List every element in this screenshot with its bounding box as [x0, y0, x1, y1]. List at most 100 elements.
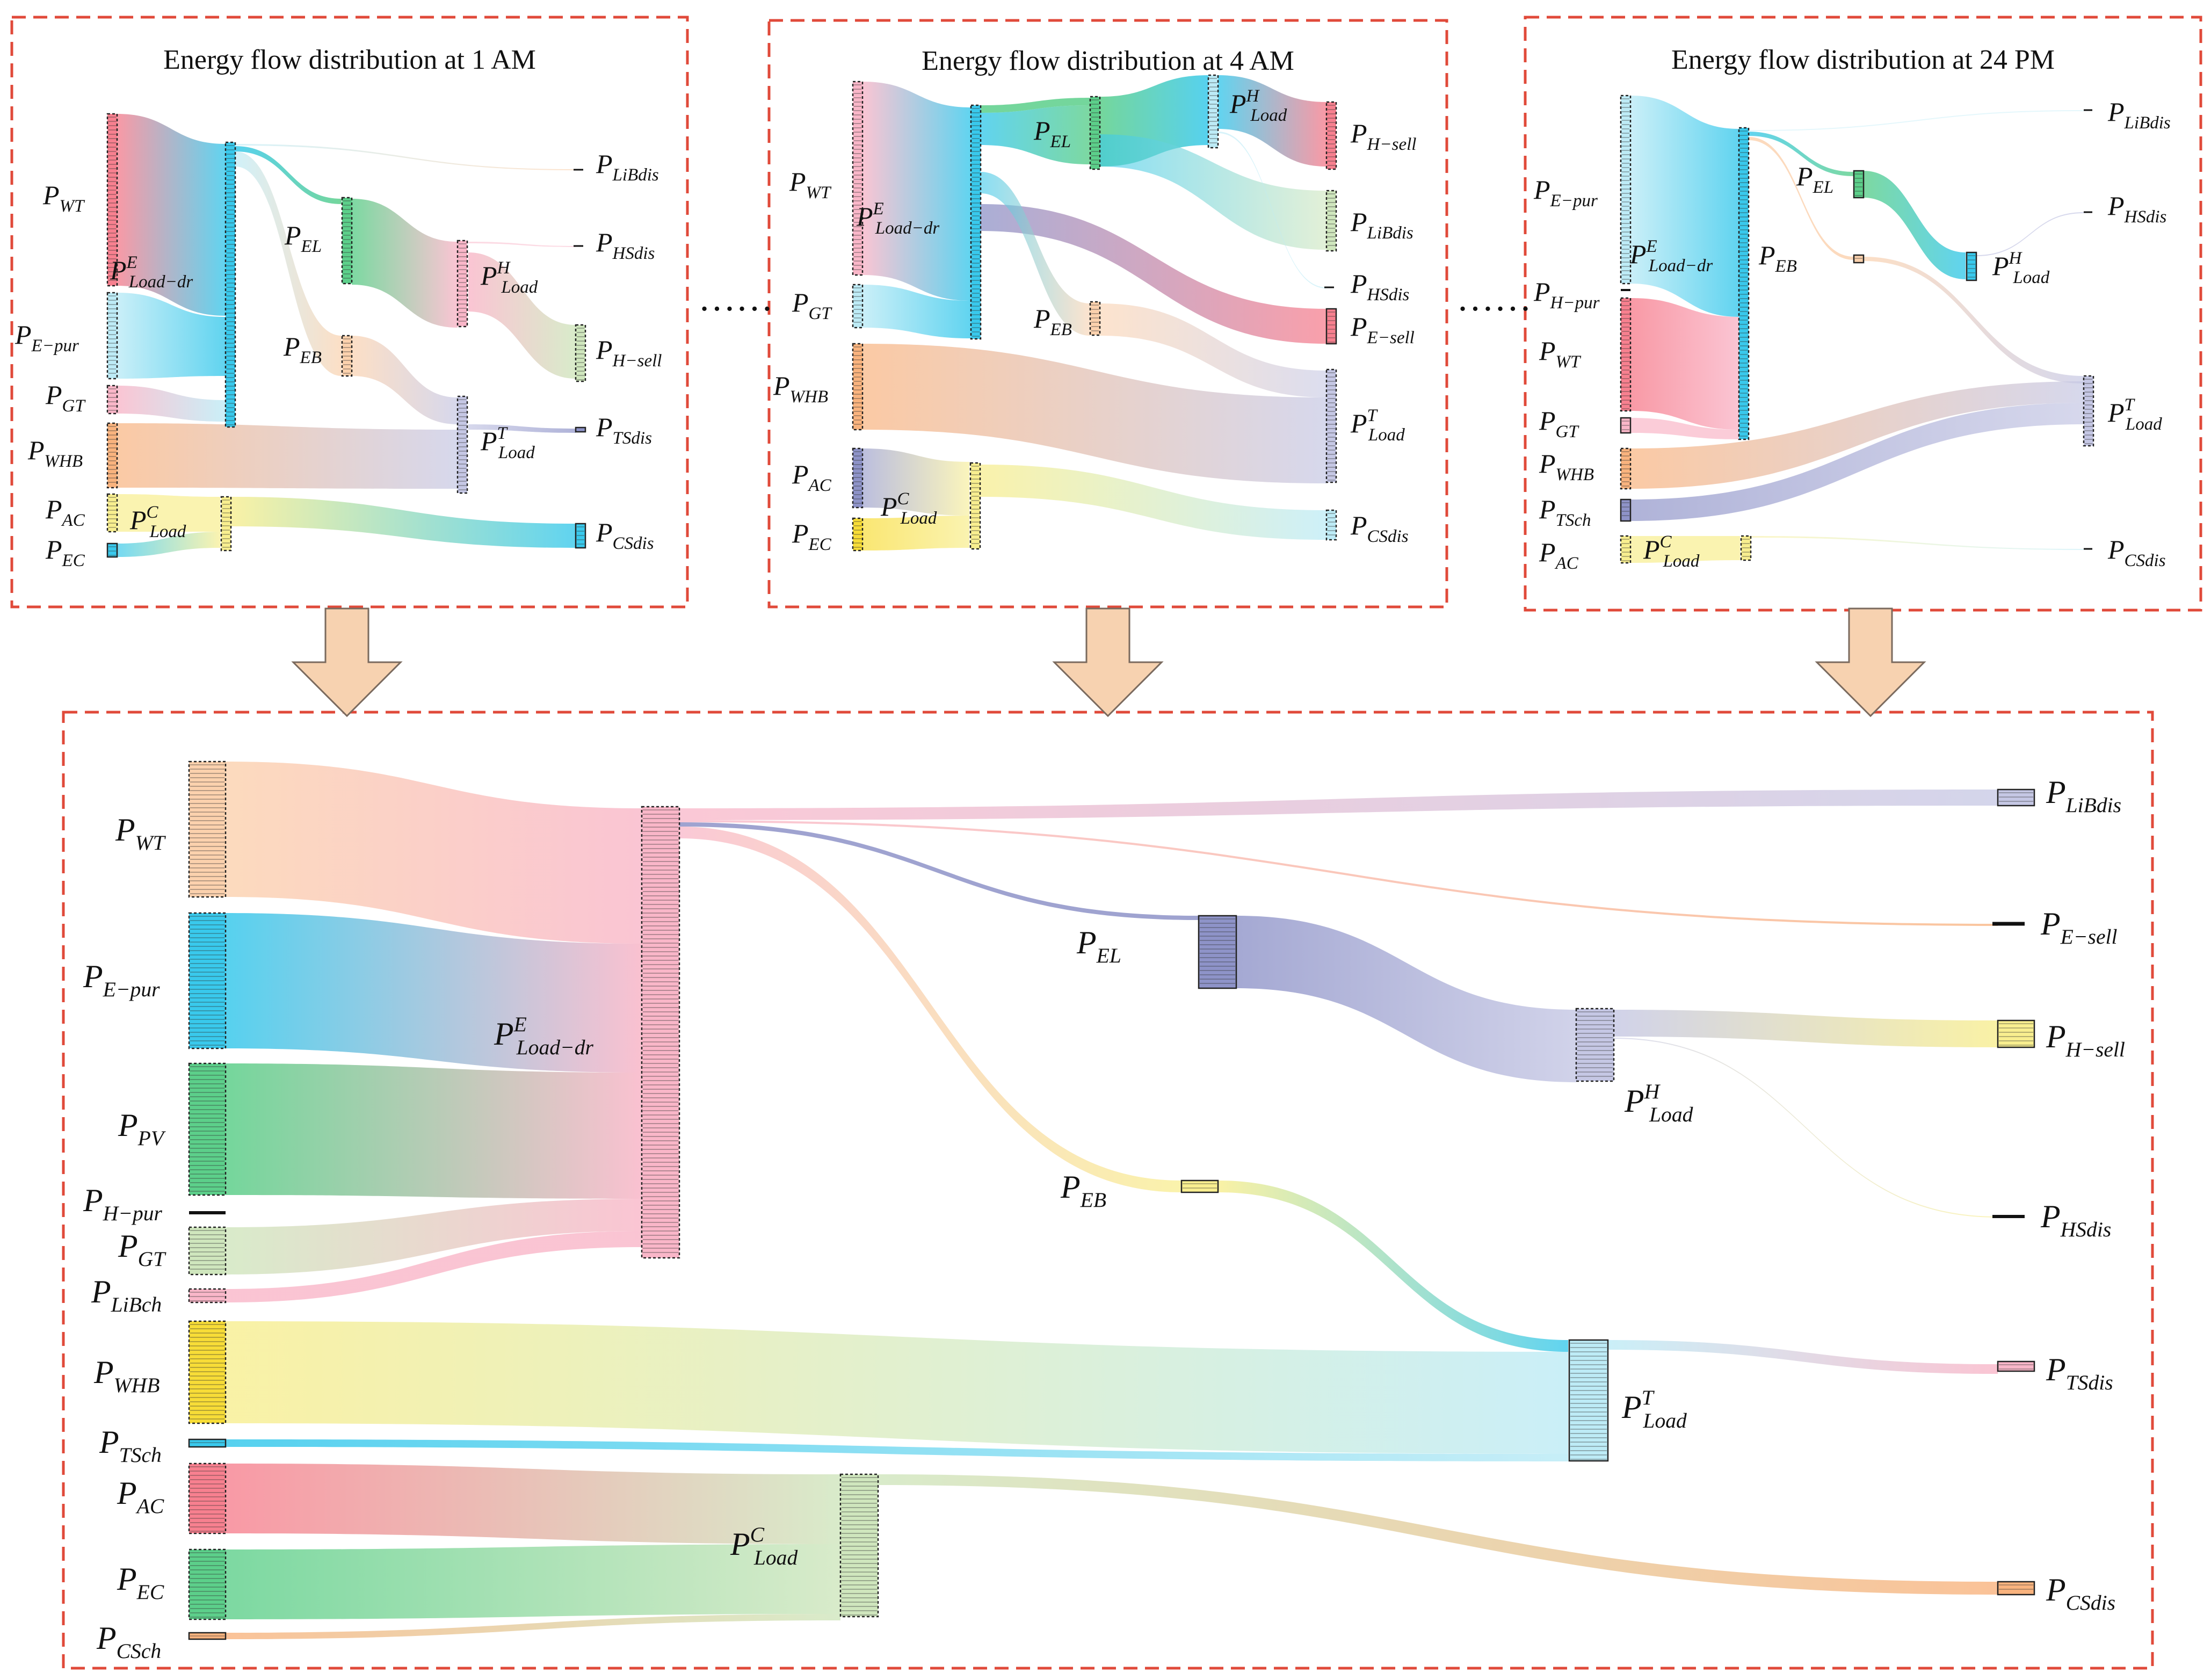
b-label-tsdis-main: P [2046, 1352, 2066, 1387]
p1-label-eload-sub: Load−dr [128, 272, 193, 292]
p1-label-gt-main: P [45, 380, 62, 410]
p3-label-eload-main: P [1629, 239, 1647, 269]
p3-label-cload-sup: C [1660, 532, 1672, 552]
b-label-epur: PE−pur [83, 959, 160, 1001]
p3-node-epur [1620, 95, 1632, 285]
b-label-csdis: PCSdis [2046, 1572, 2115, 1614]
b-label-tload-sup: T [1642, 1386, 1655, 1409]
p2-label-hload-sup: H [1246, 86, 1260, 106]
b-label-eb: PEB [1060, 1169, 1106, 1212]
p3-flow-eload-eb [1749, 137, 1854, 260]
p2-node-esell [1325, 308, 1337, 345]
p2-label-gt: PGT [792, 287, 832, 323]
p1-label-tsdis: PTSdis [596, 412, 652, 448]
p1-flow-cload-csdis [231, 497, 576, 548]
p3-label-ac: PAC [1539, 537, 1579, 573]
b-label-tload-main: P [1621, 1389, 1642, 1425]
p3-node-whb-hatch [1622, 451, 1629, 487]
p2-label-whb: PWHB [773, 371, 828, 407]
b-flow-hload-hsdis [1614, 1038, 1998, 1218]
p1-node-epur [106, 292, 118, 380]
panel-2-title: Energy flow distribution at 4 AM [922, 46, 1294, 76]
b-label-libch-sub: LiBch [111, 1293, 162, 1316]
b-label-pv-main: P [118, 1107, 138, 1143]
p3-label-gt-sub: GT [1556, 422, 1580, 441]
p3-label-eb: PEB [1758, 240, 1797, 276]
b-label-cload-main: P [730, 1526, 750, 1562]
p3-label-eb-main: P [1758, 240, 1775, 270]
b-label-ec-main: P [117, 1561, 137, 1597]
p3-flow-el-hload [1864, 171, 1966, 279]
p3-label-epur-sub: E−pur [1550, 191, 1598, 211]
p2-node-eb [1089, 301, 1101, 336]
p1-label-whb-main: P [27, 435, 45, 465]
b-label-gt-sub: GT [138, 1247, 167, 1271]
b-label-ac: PAC [117, 1475, 164, 1518]
p1-label-tload-sup: T [497, 424, 509, 443]
p2-label-hsell-main: P [1350, 118, 1367, 148]
p2-label-libdis-sub: LiBdis [1367, 223, 1413, 243]
b-label-tsdis-sub: TSdis [2066, 1371, 2113, 1394]
p2-node-ac [852, 447, 864, 509]
p3-label-gt-main: P [1539, 405, 1556, 436]
p1-node-el-hatch [343, 200, 351, 279]
p3-label-ac-main: P [1539, 537, 1556, 567]
p3-flow-eb-tload [1864, 257, 2084, 383]
p2-label-ec-main: P [792, 518, 809, 548]
b-node-el [1198, 915, 1237, 989]
p2-flow-hload-hsell [1218, 75, 1326, 166]
p1-label-tload-main: P [480, 426, 497, 456]
b-label-csch-main: P [96, 1620, 117, 1656]
p3-node-tload-hatch [2085, 379, 2092, 444]
p2-label-ac-main: P [792, 459, 809, 489]
b-node-hload-hatch [1577, 1011, 1613, 1077]
b-label-el-sub: EL [1096, 944, 1121, 967]
p3-label-wt-main: P [1539, 336, 1556, 366]
p3-node-ac [1620, 535, 1632, 564]
p1-node-ec-hatch [108, 546, 116, 556]
p1-node-cload-hatch [222, 499, 230, 548]
p2-label-eload-main: P [856, 201, 873, 231]
p1-label-hload-main: P [480, 260, 497, 291]
p2-node-tload-hatch [1328, 372, 1335, 481]
p1-label-wt-sub: WT [60, 197, 85, 216]
p1-label-epur-sub: E−pur [31, 336, 79, 356]
p1-flow-eload-el [235, 146, 342, 204]
panel-1-frame [10, 16, 689, 609]
p1-node-gt [106, 385, 118, 415]
b-label-ac-main: P [117, 1475, 137, 1511]
p1-node-eload [224, 141, 236, 428]
p1-node-hload [456, 240, 468, 328]
b-flow-cload-csdis [878, 1474, 1998, 1595]
p2-label-hsdis-sub: HSdis [1367, 285, 1410, 305]
p1-label-el: PEL [284, 220, 322, 256]
p1-label-hsell-main: P [596, 335, 613, 365]
b-label-whb: PWHB [93, 1355, 160, 1397]
b-node-el-hatch [1200, 918, 1235, 984]
p3-flow-gt-eload [1630, 418, 1739, 439]
p2-label-el-main: P [1033, 115, 1050, 146]
p3-node-gt-hatch [1622, 421, 1629, 430]
p2-label-tload-sub: Load [1368, 425, 1405, 445]
p2-label-wt: PWT [789, 166, 832, 202]
p1-node-ac-hatch [108, 497, 116, 528]
p1-label-eload-main: P [110, 255, 127, 285]
b-label-ec: PEC [117, 1561, 164, 1604]
b-node-tsdis-hatch [1999, 1364, 2033, 1370]
b-label-wt-sub: WT [135, 831, 166, 855]
p3-flow-cload-csdis [1751, 536, 2084, 550]
p2-label-eb: PEB [1033, 303, 1072, 339]
p1-flow-eb-tload [352, 336, 458, 424]
p1-node-gt-hatch [108, 388, 116, 411]
p2-label-ac-sub: AC [808, 476, 832, 495]
p2-label-libdis-main: P [1350, 207, 1367, 237]
b-label-esell: PE−sell [2040, 906, 2118, 948]
p2-node-esell-hatch [1328, 312, 1335, 343]
p2-node-gt [852, 284, 864, 329]
b-label-libdis-main: P [2046, 774, 2066, 810]
p1-label-eload-sup: E [126, 253, 137, 272]
p1-node-cload [220, 496, 232, 552]
